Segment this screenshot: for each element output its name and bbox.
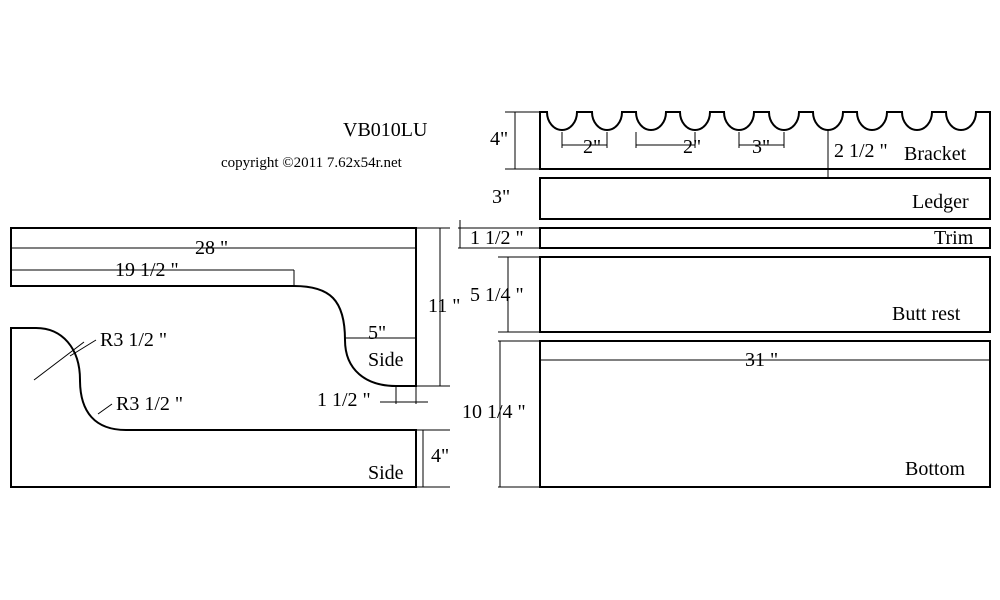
- bracket-gap-1-label: 2": [583, 136, 601, 158]
- side-tab-label: 1 1/2 ": [317, 389, 371, 411]
- drawing-code: VB010LU: [343, 119, 428, 141]
- side-cut-length-label: 19 1/2 ": [115, 259, 179, 281]
- bottom-name: Bottom: [905, 458, 965, 480]
- radius-bottom-leader: [97, 403, 113, 415]
- side-upper-name: Side: [368, 349, 404, 371]
- side-width-label: 28 ": [195, 237, 228, 259]
- butt-rest-outline: [539, 256, 991, 333]
- bracket-outline: [539, 111, 991, 170]
- radius-top-leader-tail: [69, 339, 97, 357]
- ledger-name: Ledger: [912, 191, 969, 213]
- side-upper-outline: [10, 227, 417, 387]
- ledger-outline: [539, 177, 991, 220]
- bottom-height-label: 10 1/4 ": [462, 401, 526, 423]
- bracket-slot-depth-label: 2 1/2 ": [834, 140, 888, 162]
- radius-bottom-label: R3 1/2 ": [116, 393, 183, 415]
- radius-top-leader: [33, 341, 85, 381]
- bracket-height-label: 4": [490, 128, 508, 150]
- bottom-width-label: 31 ": [745, 349, 778, 371]
- radius-top-label: R3 1/2 ": [100, 329, 167, 351]
- side-lower-outline: [10, 327, 417, 488]
- butt-rest-name: Butt rest: [892, 303, 961, 325]
- trim-name: Trim: [934, 227, 974, 249]
- bracket-gap-2-label: 2": [683, 136, 701, 158]
- bottom-outline: [539, 340, 991, 488]
- bracket-piece: [539, 111, 991, 170]
- butt-rest-height-label: 5 1/4 ": [470, 284, 524, 306]
- ledger-height-label: 3": [492, 186, 510, 208]
- trim-height-label: 1 1/2 ": [470, 227, 524, 249]
- side-lower-name: Side: [368, 462, 404, 484]
- copyright-note: copyright ©2011 7.62x54r.net: [221, 155, 403, 171]
- side-height-label: 11 ": [428, 295, 460, 317]
- trim-outline: [539, 227, 991, 249]
- bracket-name: Bracket: [904, 143, 967, 165]
- side-lower-height-label: 4": [431, 445, 449, 467]
- side-notch-label: 5": [368, 322, 386, 344]
- bracket-gap-3-label: 3": [752, 136, 770, 158]
